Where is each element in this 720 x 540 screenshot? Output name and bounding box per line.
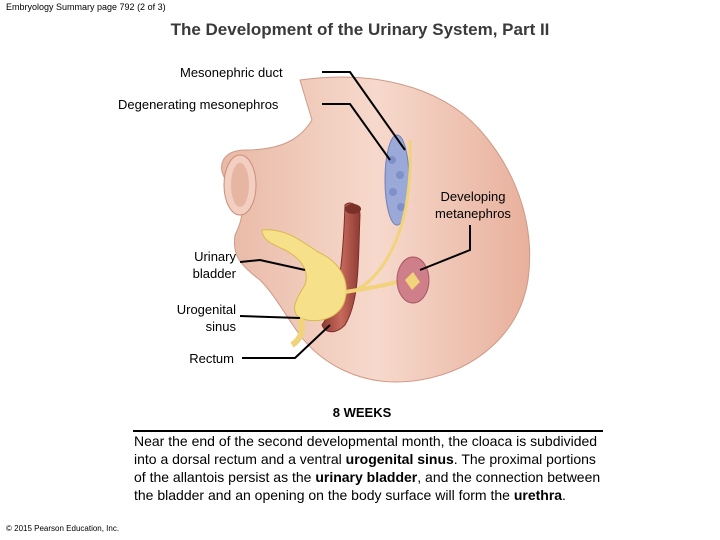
desc-term-urogenital-sinus: urogenital sinus [345,451,454,467]
page-header: Embryology Summary page 792 (2 of 3) [6,2,166,12]
description-paragraph: Near the end of the second developmental… [134,432,604,504]
desc-text-3: , and the connection between the bladder… [134,469,601,503]
leader-mesonephric-duct [322,71,406,151]
copyright-notice: © 2015 Pearson Education, Inc. [6,524,120,533]
urogenital-sinus [290,316,305,348]
desc-term-urethra: urethra [513,487,563,503]
label-urogenital-line2: sinus [205,319,236,334]
mesonephric-duct [347,139,412,294]
label-rectum: Rectum [189,351,234,366]
label-urogenital-line1: Urogenital [176,302,236,317]
label-mesonephric-duct: Mesonephric duct [180,65,283,80]
stage-label: 8 WEEKS [332,405,392,420]
label-developing-line2: metanephros [435,206,511,221]
leader-rectum [242,324,331,359]
leader-urinary-bladder [239,258,306,271]
leader-degenerating-mesonephros [322,103,391,161]
caption-divider [133,430,603,432]
label-urinary-bladder: Urinary bladder [160,248,236,282]
label-degenerating-mesonephros: Degenerating mesonephros [118,97,279,112]
label-developing-line1: Developing [440,189,506,204]
desc-term-urinary-bladder: urinary bladder [315,469,418,485]
desc-text-1: Near the end of the second developmental… [134,433,598,467]
leader-metanephros [419,225,471,271]
label-developing-metanephros: Developing metanephros [420,188,526,222]
label-urogenital-sinus: Urogenital sinus [150,301,236,335]
label-urinary-line2: bladder [192,266,236,281]
page-title: The Development of the Urinary System, P… [170,20,550,39]
desc-text-4: . [562,487,566,503]
desc-text-2: . The proximal portions of the allantois… [134,451,596,485]
leader-urogenital-sinus [239,315,301,319]
label-urinary-line1: Urinary [194,249,236,264]
